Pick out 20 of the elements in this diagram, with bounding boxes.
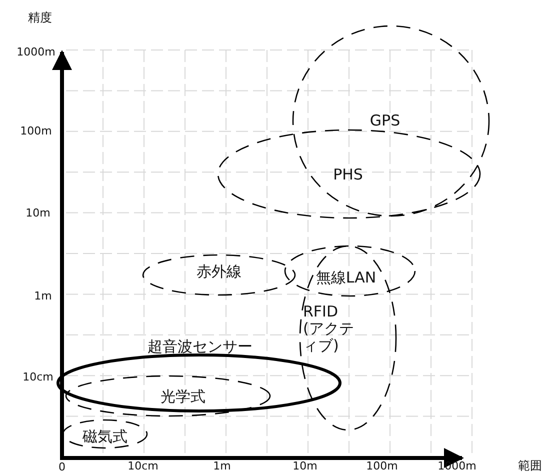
tick-label: 100m: [20, 124, 52, 138]
ellipse-label: 赤外線: [196, 264, 242, 280]
tick-label: 10cm: [128, 460, 158, 472]
ellipse-label: 光学式: [160, 388, 206, 406]
tick-label: 1m: [213, 460, 231, 472]
ellipse-label: 超音波センサー: [148, 338, 252, 356]
ellipse-label: 無線LAN: [316, 270, 376, 286]
tick-label: 10m: [292, 460, 318, 472]
tick-label: 10cm: [22, 370, 54, 384]
tick-label: 1000m: [16, 46, 56, 58]
ellipse-label: RFID (アクティブ): [303, 304, 355, 354]
ellipse-label: 磁気式: [82, 428, 128, 446]
axis-title: 範囲: [518, 458, 542, 474]
ellipse-label: GPS: [370, 112, 400, 130]
tick-label: 10m: [26, 206, 50, 220]
ellipse-label: PHS: [333, 166, 363, 184]
axis-title: 精度: [28, 10, 52, 26]
tick-label: 0: [58, 460, 66, 474]
tick-label: 1m: [34, 290, 52, 302]
tick-label: 100m: [366, 460, 398, 472]
